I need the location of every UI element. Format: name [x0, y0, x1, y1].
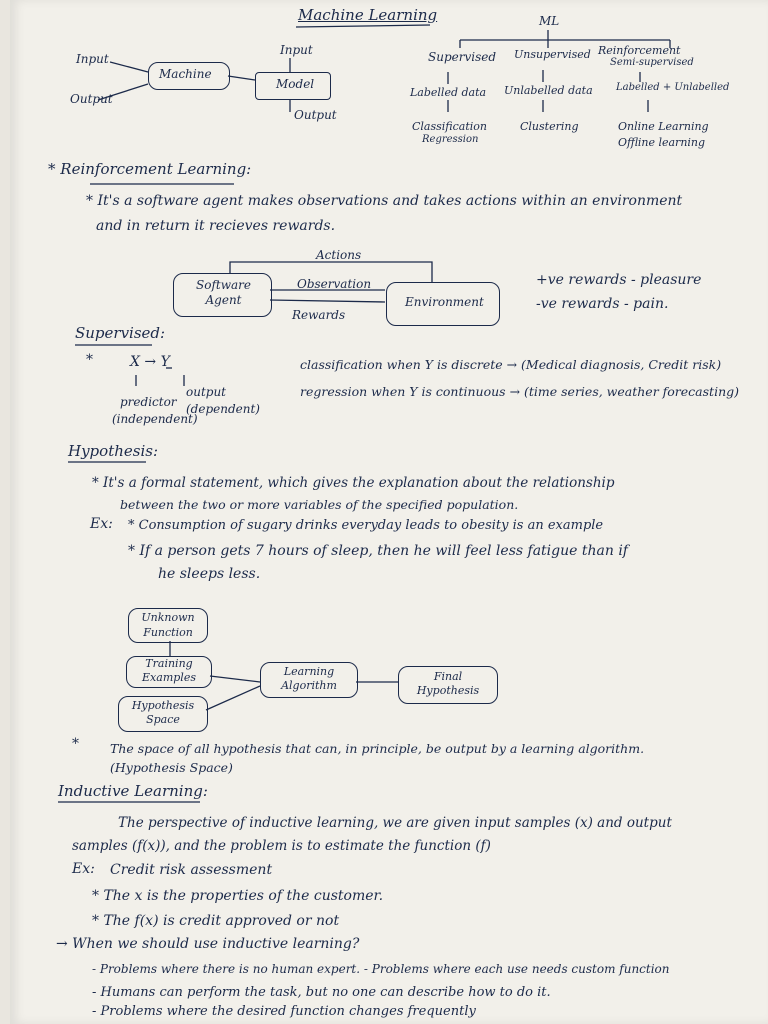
space-bullet: *: [72, 736, 79, 752]
agent-box: Software Agent: [173, 273, 272, 317]
rewards-label: Rewards: [292, 308, 346, 322]
unsupervised-node: Unsupervised: [514, 48, 591, 61]
positive-rewards: +ve rewards - pleasure: [536, 272, 702, 288]
reinforcement-node: Reinforcement: [598, 44, 681, 57]
learning-algorithm-box: Learning Algorithm: [260, 662, 358, 698]
machine-box: Machine: [148, 62, 230, 90]
learning-algorithm-label: Learning Algorithm: [281, 665, 337, 692]
output-text: output: [186, 385, 227, 399]
reinforcement-heading: * Reinforcement Learning:: [48, 160, 252, 178]
agent-label: Software Agent: [196, 278, 251, 307]
input-label: Input: [76, 52, 109, 66]
negative-rewards: -ve rewards - pain.: [536, 296, 669, 312]
model-output-label: Output: [294, 108, 337, 122]
reinforcement-line1: * It's a software agent makes observatio…: [86, 193, 683, 209]
semi-supervised-node: Semi-supervised: [610, 57, 694, 68]
offline-learning: Offline learning: [618, 136, 706, 149]
supervised-bullet: *: [86, 352, 93, 368]
output-label: Output: [70, 92, 113, 106]
ml-root: ML: [539, 14, 560, 28]
model-label: Model: [276, 77, 315, 91]
page-title: Machine Learning: [298, 6, 438, 24]
hypothesis-ex-label: Ex:: [90, 516, 113, 532]
inductive-line1: The perspective of inductive learning, w…: [118, 815, 672, 831]
inductive-bullet2: * The f(x) is credit approved or not: [92, 913, 340, 929]
training-examples-label: Training Examples: [142, 657, 196, 684]
inductive-when: → When we should use inductive learning?: [56, 936, 360, 952]
inductive-case2: - Humans can perform the task, but no on…: [92, 985, 551, 1000]
hypothesis-line2: between the two or more variables of the…: [120, 497, 519, 512]
machine-label: Machine: [159, 67, 212, 81]
online-learning: Online Learning: [618, 120, 709, 133]
environment-box: Environment: [386, 282, 500, 326]
clustering-task: Clustering: [520, 120, 579, 133]
inductive-case1: - Problems where there is no human exper…: [92, 962, 670, 976]
independent-label: (independent): [112, 412, 198, 426]
environment-label: Environment: [405, 295, 484, 309]
actions-label: Actions: [316, 248, 362, 262]
supervised-node: Supervised: [428, 50, 497, 64]
hypothesis-heading: Hypothesis:: [68, 442, 158, 460]
inductive-example: Credit risk assessment: [110, 862, 273, 878]
unlabelled-data: Unlabelled data: [504, 84, 593, 97]
hypothesis-space-label: Hypothesis Space: [131, 699, 195, 726]
training-examples-box: Training Examples: [126, 656, 212, 688]
hypothesis-space-def2: (Hypothesis Space): [110, 760, 233, 775]
inductive-case3: - Problems where the desired function ch…: [92, 1004, 476, 1019]
final-hypothesis-label: Final Hypothesis: [416, 670, 480, 697]
hypothesis-space-box: Hypothesis Space: [118, 696, 208, 732]
labelled-data: Labelled data: [410, 86, 487, 99]
hypothesis-example2: * If a person gets 7 hours of sleep, the…: [128, 543, 628, 559]
labelled-unlabelled: Labelled + Unlabelled: [616, 82, 730, 93]
notebook-page: [10, 0, 768, 1024]
unknown-function-label: Unknown Function: [141, 611, 195, 639]
classification-task: Classification: [412, 120, 488, 133]
hypothesis-example2b: he sleeps less.: [158, 566, 261, 582]
reinforcement-line2: and in return it recieves rewards.: [96, 218, 336, 234]
unknown-function-box: Unknown Function: [128, 608, 208, 643]
x-to-y: X → Y: [130, 354, 170, 370]
inductive-heading: Inductive Learning:: [58, 782, 208, 800]
dependent-label: (dependent): [186, 402, 260, 416]
model-input-label: Input: [280, 43, 313, 57]
inductive-ex-label: Ex:: [72, 861, 95, 877]
hypothesis-line1: * It's a formal statement, which gives t…: [92, 475, 615, 491]
classification-line: classification when Y is discrete → (Med…: [300, 357, 722, 372]
final-hypothesis-box: Final Hypothesis: [398, 666, 498, 704]
regression-task: Regression: [422, 134, 479, 145]
hypothesis-example1: * Consumption of sugary drinks everyday …: [128, 518, 604, 533]
observation-label: Observation: [297, 277, 372, 291]
regression-line: regression when Y is continuous → (time …: [300, 384, 739, 399]
inductive-line2: samples (f(x)), and the problem is to es…: [72, 838, 491, 854]
model-box: Model: [255, 72, 331, 100]
hypothesis-space-def: The space of all hypothesis that can, in…: [110, 741, 645, 756]
predictor-label: predictor: [120, 395, 177, 409]
supervised-heading: Supervised:: [75, 324, 166, 342]
inductive-bullet1: * The x is the properties of the custome…: [92, 888, 384, 904]
